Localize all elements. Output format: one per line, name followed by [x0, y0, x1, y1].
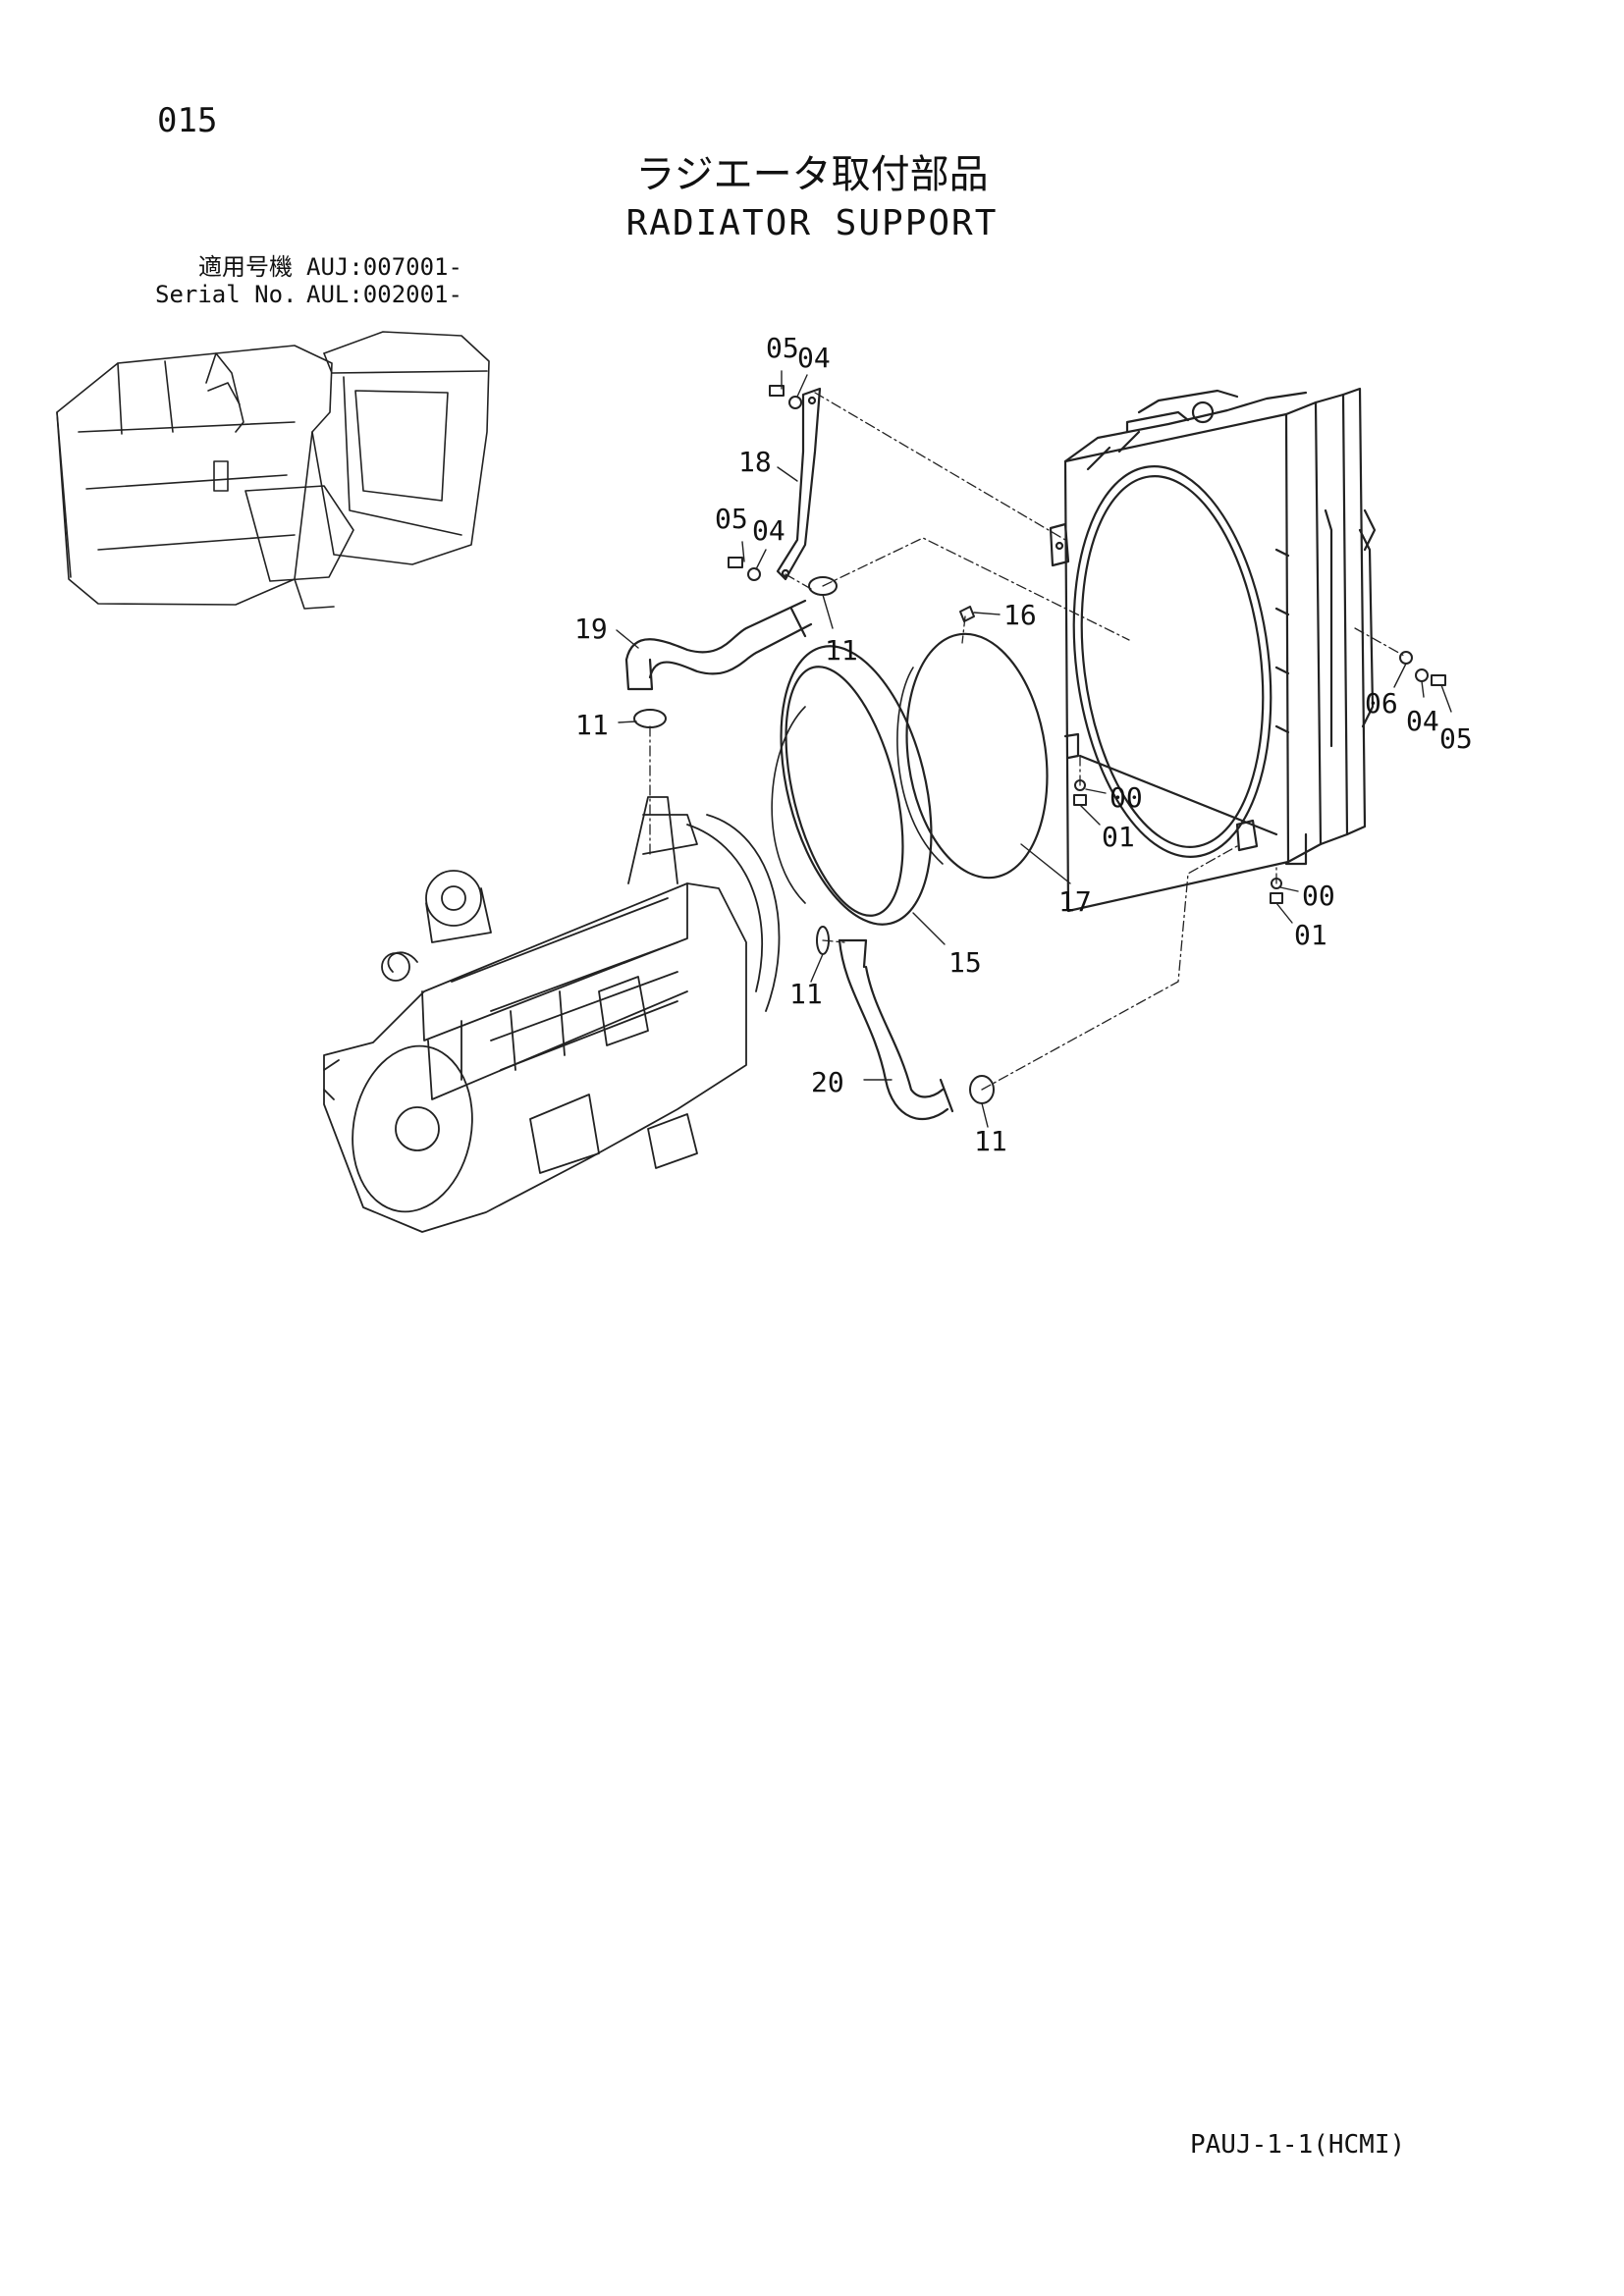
lower-radiator-hose [838, 938, 954, 1121]
nut-16 [959, 606, 975, 622]
washer-04-mid [747, 567, 761, 581]
callout-05-top: 05 [766, 332, 799, 364]
washer-06 [1399, 651, 1413, 665]
callout-15: 15 [948, 946, 982, 979]
page-title-english: RADIATOR SUPPORT [625, 203, 999, 243]
washer-04-right [1415, 668, 1429, 682]
bolt-01-upper [1073, 794, 1087, 806]
bolt-05-mid [728, 557, 743, 568]
radiator-assembly [1049, 387, 1377, 913]
callout-11-middle: 11 [789, 978, 823, 1010]
serial-value: AUJ:007001- [306, 253, 462, 281]
assembly-lines [649, 392, 1405, 1091]
washer-04-top [788, 396, 802, 409]
serial-row: Serial No. AUL:002001- [155, 281, 462, 308]
callout-11-lower: 11 [974, 1125, 1007, 1157]
bolt-05-top [769, 385, 785, 397]
callout-16: 16 [1003, 599, 1037, 631]
callout-01-lower: 01 [1294, 919, 1327, 951]
callout-04-top: 04 [797, 342, 831, 374]
callout-11-upper: 11 [825, 634, 858, 667]
callout-19: 19 [574, 613, 608, 645]
callout-18: 18 [738, 446, 772, 478]
callout-17: 17 [1058, 885, 1092, 918]
footer-catalog-code: PAUJ-1-1(HCMI) [1190, 2130, 1406, 2160]
bolt-01-lower [1270, 892, 1283, 904]
callout-11-left: 11 [575, 709, 609, 741]
bolt-05-right [1431, 674, 1446, 686]
callout-01-upper: 01 [1102, 821, 1135, 853]
callout-04-right: 04 [1406, 705, 1439, 737]
callout-00-lower: 00 [1302, 880, 1335, 912]
machine-locator-illustration [56, 331, 490, 610]
serial-label: 適用号機 [198, 253, 293, 281]
upper-radiator-hose [624, 599, 813, 691]
small-hardware [633, 385, 1446, 1104]
callout-06: 06 [1365, 687, 1398, 720]
fan-shroud-cover [896, 632, 1049, 880]
callout-20: 20 [811, 1066, 844, 1098]
callout-00-upper: 00 [1110, 781, 1143, 814]
callout-05-right: 05 [1439, 722, 1473, 755]
leader-lines [616, 370, 1452, 1128]
callout-05-mid: 05 [715, 503, 748, 535]
serial-row: 適用号機 AUJ:007001- [155, 253, 462, 281]
callout-04-mid: 04 [752, 514, 785, 547]
page-number: 015 [157, 101, 218, 140]
serial-applicability: 適用号機 AUJ:007001- Serial No. AUL:002001- [155, 253, 462, 308]
radiator-stay-bracket [776, 387, 822, 581]
clamp-11-upper-left [633, 709, 667, 728]
callout-labels: 05 04 18 05 04 19 11 11 16 06 04 05 00 0… [574, 332, 1473, 1157]
page-title-japanese: ラジエータ取付部品 [635, 152, 989, 197]
serial-value: AUL:002001- [306, 281, 462, 308]
serial-label: Serial No. [155, 281, 298, 308]
fan-shroud-ring [771, 645, 933, 926]
engine-assembly [323, 796, 781, 1233]
